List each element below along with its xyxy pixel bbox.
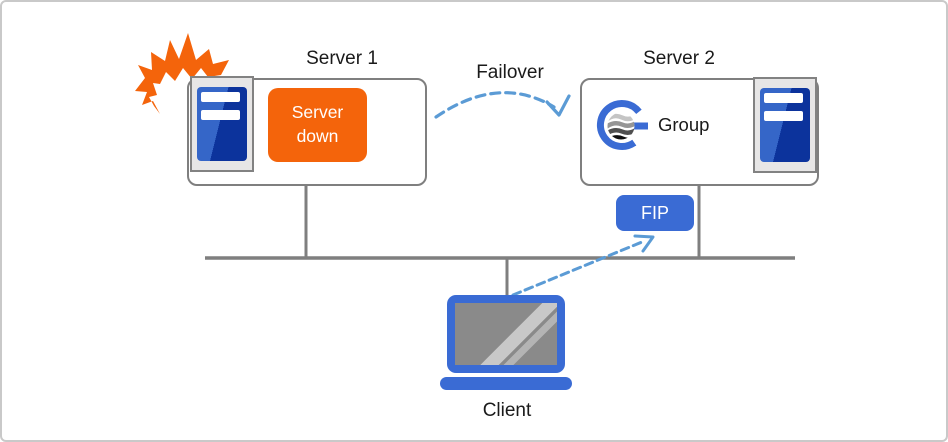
server-slot: [764, 93, 803, 103]
server-tower-body: [760, 88, 810, 162]
laptop-base: [440, 377, 572, 390]
crash-burst-icon: [135, 33, 229, 114]
server-tower-icon: [753, 77, 817, 173]
laptop-icon: [440, 295, 572, 390]
failover-arrowhead: [545, 94, 571, 117]
failover-arrow: [434, 91, 556, 119]
fip-badge: FIP: [616, 195, 694, 231]
server-tower-icon: [190, 76, 254, 172]
laptop-screen: [455, 303, 557, 365]
client-access-arrowhead: [633, 234, 655, 253]
server-tower-body: [197, 87, 247, 161]
client-access-arrow: [511, 240, 644, 297]
failover-label: Failover: [476, 62, 544, 83]
client-label: Client: [482, 400, 532, 421]
server-slot: [764, 111, 803, 121]
laptop-frame: [447, 295, 565, 373]
server2-title: Server 2: [643, 48, 715, 69]
server1-title: Server 1: [306, 48, 378, 69]
server-slot: [201, 110, 240, 120]
server-slot: [201, 92, 240, 102]
server-down-badge: Server down: [268, 88, 367, 162]
cluster-globe-icon: [596, 100, 648, 150]
group-label: Group: [658, 114, 710, 135]
